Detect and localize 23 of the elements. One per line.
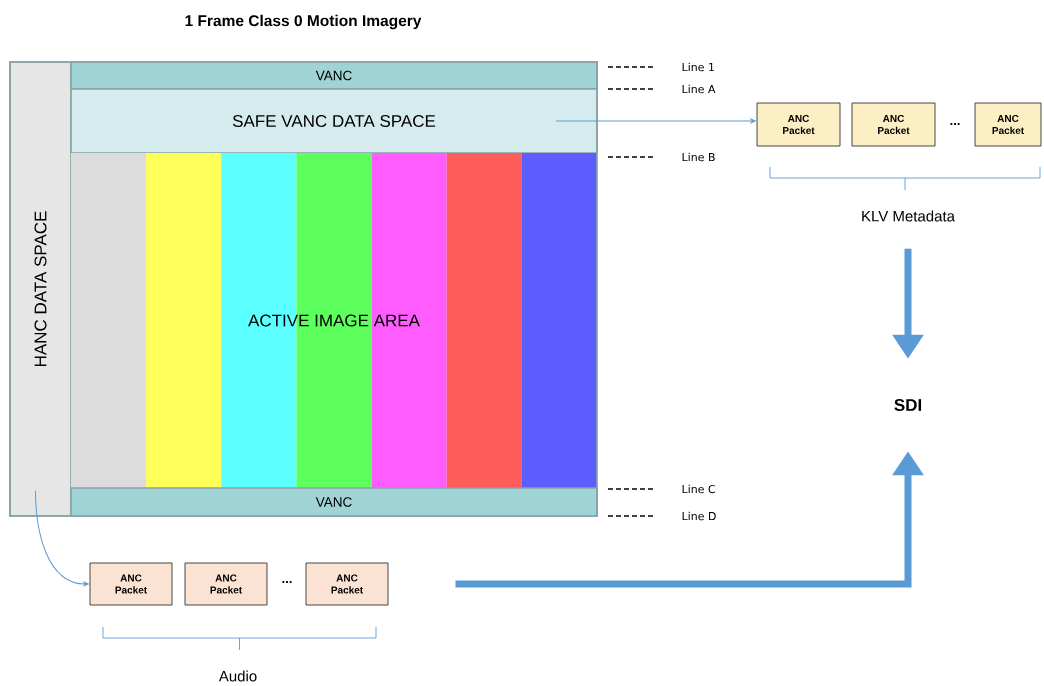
- anc-packet-box: ANC Packet: [184, 562, 268, 606]
- anc-packet-box: ANC Packet: [851, 102, 936, 147]
- safe-vanc-data-space: SAFE VANC DATA SPACE: [70, 88, 598, 154]
- line-label: Line C: [682, 484, 716, 494]
- sdi-label: SDI: [894, 399, 922, 412]
- frame-border: [9, 61, 598, 517]
- anc-packet-box: ANC Packet: [756, 102, 841, 147]
- line-label: Line 1: [682, 62, 714, 72]
- arrow: [35, 490, 89, 587]
- ellipsis: ...: [950, 123, 960, 125]
- line-label: Line A: [682, 84, 716, 94]
- ellipsis: ...: [282, 581, 292, 583]
- line-label: Line D: [682, 511, 716, 521]
- group-label: Audio: [218, 670, 257, 682]
- line-label: Line B: [682, 152, 715, 162]
- arrow: [555, 118, 756, 124]
- klv-metadata-label: KLV Metadata: [862, 210, 955, 222]
- anc-packet-box: ANC Packet: [305, 562, 389, 606]
- vanc-band: VANC: [70, 487, 598, 517]
- anc-packet-box: ANC Packet: [89, 562, 173, 606]
- title: 1 Frame Class 0 Motion Imagery: [185, 14, 422, 30]
- hanc-data-space: HANC DATA SPACE: [9, 61, 72, 517]
- anc-packet-box: ANC Packet: [974, 102, 1042, 147]
